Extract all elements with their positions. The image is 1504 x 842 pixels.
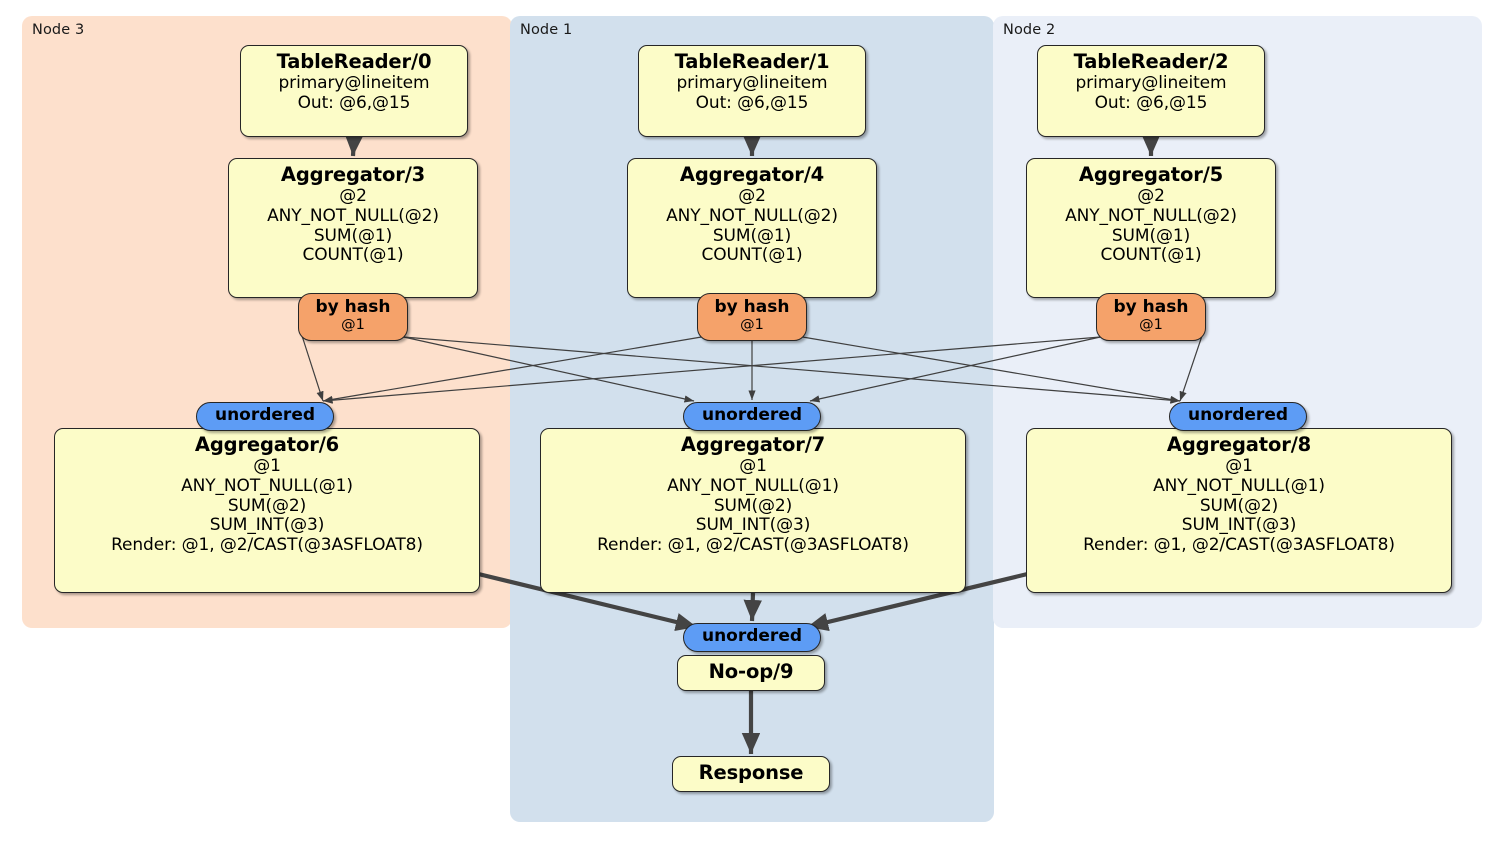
processor-title: No-op/9 (708, 660, 794, 684)
processor-detail-line: SUM_INT(@3) (1181, 515, 1297, 536)
router-label: by hash (315, 297, 391, 317)
processor-detail-line: COUNT(@1) (302, 245, 404, 266)
router-column: @1 (341, 317, 365, 334)
processor-title: TableReader/2 (1073, 50, 1229, 73)
processor-title: Aggregator/5 (1078, 163, 1224, 186)
processor-detail-line: @2 (1137, 185, 1165, 206)
router-byhash4[interactable]: by hash@1 (697, 293, 807, 341)
processor-detail-line: SUM(@2) (1199, 495, 1279, 516)
router-label: by hash (1113, 297, 1189, 317)
processor-detail-line: @1 (253, 455, 281, 476)
synchronizer-unordered-final[interactable]: unordered (683, 623, 821, 652)
synchronizer-unordered8[interactable]: unordered (1169, 402, 1307, 431)
processor-detail-line: SUM(@1) (1111, 225, 1191, 246)
node-panel-label-node1: Node 1 (520, 22, 573, 38)
processor-detail-line: SUM(@2) (713, 495, 793, 516)
processor-title: Aggregator/6 (194, 433, 340, 456)
synchronizer-unordered7[interactable]: unordered (683, 402, 821, 431)
processor-detail-line: primary@lineitem (278, 72, 430, 93)
processor-detail-line: ANY_NOT_NULL(@1) (181, 475, 353, 496)
processor-detail-line: primary@lineitem (676, 72, 828, 93)
router-column: @1 (1139, 317, 1163, 334)
synchronizer-unordered6[interactable]: unordered (196, 402, 334, 431)
processor-title: Response (698, 761, 804, 785)
processor-detail-line: ANY_NOT_NULL(@2) (1065, 205, 1237, 226)
synchronizer-label: unordered (1187, 405, 1289, 426)
node-panel-label-node3: Node 3 (32, 22, 85, 38)
processor-detail-line: @2 (339, 185, 367, 206)
node-panel-label-node2: Node 2 (1003, 22, 1056, 38)
processor-detail-line: ANY_NOT_NULL(@1) (1153, 475, 1325, 496)
processor-noop9[interactable]: No-op/9 (677, 655, 825, 691)
processor-detail-line: Out: @6,@15 (1094, 92, 1208, 113)
processor-detail-line: primary@lineitem (1075, 72, 1227, 93)
processor-detail-line: Render: @1, @2/CAST(@3ASFLOAT8) (597, 535, 909, 556)
processor-title: Aggregator/7 (680, 433, 826, 456)
synchronizer-label: unordered (214, 405, 316, 426)
processor-detail-line: ANY_NOT_NULL(@2) (666, 205, 838, 226)
processor-detail-line: SUM(@1) (712, 225, 792, 246)
synchronizer-label: unordered (701, 626, 803, 647)
processor-detail-line: Render: @1, @2/CAST(@3ASFLOAT8) (111, 535, 423, 556)
processor-detail-line: ANY_NOT_NULL(@1) (667, 475, 839, 496)
processor-detail-line: @2 (738, 185, 766, 206)
processor-detail-line: ANY_NOT_NULL(@2) (267, 205, 439, 226)
processor-detail-line: SUM(@1) (313, 225, 393, 246)
processor-title: TableReader/1 (674, 50, 830, 73)
processor-detail-line: SUM(@2) (227, 495, 307, 516)
processor-detail-line: Out: @6,@15 (297, 92, 411, 113)
processor-title: Aggregator/8 (1166, 433, 1312, 456)
router-label: by hash (714, 297, 790, 317)
processor-detail-line: COUNT(@1) (701, 245, 803, 266)
synchronizer-label: unordered (701, 405, 803, 426)
processor-detail-line: COUNT(@1) (1100, 245, 1202, 266)
processor-detail-line: Render: @1, @2/CAST(@3ASFLOAT8) (1083, 535, 1395, 556)
processor-response[interactable]: Response (672, 756, 830, 792)
processor-detail-line: Out: @6,@15 (695, 92, 809, 113)
processor-detail-line: @1 (739, 455, 767, 476)
router-byhash5[interactable]: by hash@1 (1096, 293, 1206, 341)
router-byhash3[interactable]: by hash@1 (298, 293, 408, 341)
processor-detail-line: @1 (1225, 455, 1253, 476)
processor-title: TableReader/0 (276, 50, 432, 73)
processor-title: Aggregator/3 (280, 163, 426, 186)
processor-detail-line: SUM_INT(@3) (695, 515, 811, 536)
processor-detail-line: SUM_INT(@3) (209, 515, 325, 536)
router-column: @1 (740, 317, 764, 334)
processor-title: Aggregator/4 (679, 163, 825, 186)
